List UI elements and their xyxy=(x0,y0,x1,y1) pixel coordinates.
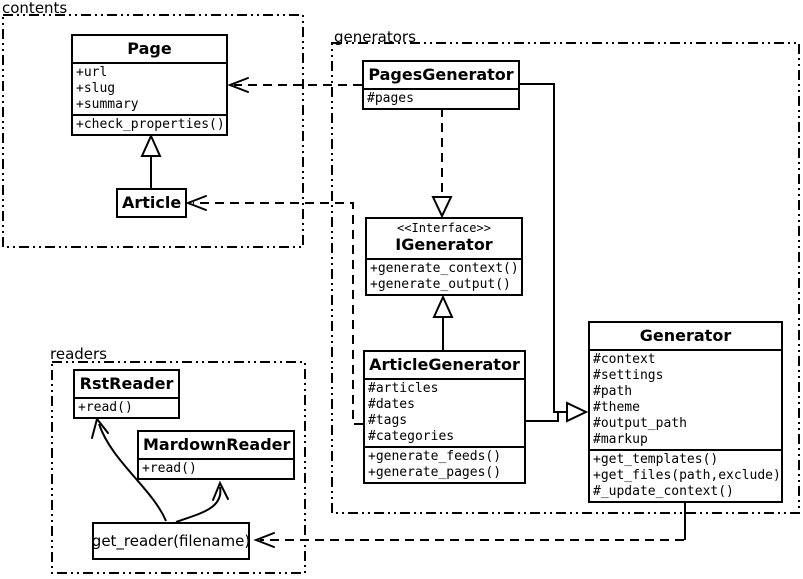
attribute: #dates xyxy=(368,397,415,412)
class-box-articlegenerator: ArticleGenerator #articles #dates #tags … xyxy=(363,350,526,484)
class-box-mardownreader: MardownReader +read() xyxy=(137,430,295,480)
method: +generate_context() xyxy=(370,261,519,276)
attribute: +slug xyxy=(76,81,116,96)
class-title-generator: Generator xyxy=(639,326,732,345)
getreader-to-rstreader-curve xyxy=(98,423,167,522)
generators-package-label: generators xyxy=(334,28,416,46)
pagesgenerator-attributes-compartment: #pages xyxy=(364,88,518,108)
method: +generate_feeds() xyxy=(368,449,502,464)
get-reader-node: get_reader(filename) xyxy=(92,522,250,560)
method: +get_templates() xyxy=(593,452,719,467)
inheritance-pagesgenerator-to-generator-line xyxy=(520,83,566,413)
attribute: #tags xyxy=(368,413,408,428)
class-title-rstreader: RstReader xyxy=(79,374,174,393)
class-box-pagesgenerator: PagesGenerator #pages xyxy=(362,60,520,110)
attribute: #categories xyxy=(368,429,455,444)
articlegenerator-methods-compartment: +generate_feeds() +generate_pages() xyxy=(365,446,524,482)
method: +read() xyxy=(142,461,197,476)
class-box-article: Article xyxy=(116,188,187,218)
class-title-article: Article xyxy=(122,193,182,212)
generators-package-border xyxy=(331,42,800,514)
class-box-igenerator: <<Interface>> IGenerator +generate_conte… xyxy=(365,217,523,296)
generator-attributes-compartment: #context #settings #path #theme #output_… xyxy=(590,349,781,449)
contents-package-label: contents xyxy=(2,0,68,17)
class-title-articlegenerator: ArticleGenerator xyxy=(369,355,520,374)
class-box-rstreader: RstReader +read() xyxy=(73,369,180,419)
attribute: #theme xyxy=(593,400,640,415)
getreader-to-mardownreader-curve xyxy=(175,486,222,523)
attribute: #output_path xyxy=(593,416,687,431)
class-title-pagesgenerator: PagesGenerator xyxy=(368,65,514,84)
dependency-pagesgenerator-to-page-arrowhead xyxy=(227,77,249,93)
realization-articlegenerator-to-igenerator-triangle xyxy=(432,294,454,318)
method: +generate_output() xyxy=(370,277,511,292)
class-box-page: Page +url +slug +summary +check_properti… xyxy=(71,34,228,136)
page-attributes-compartment: +url +slug +summary xyxy=(73,62,226,114)
attribute: #articles xyxy=(368,381,439,396)
contents-package-border xyxy=(2,14,304,248)
dependency-articlegenerator-to-article-arrowhead xyxy=(185,195,207,211)
class-title-igenerator: IGenerator xyxy=(395,235,493,254)
attribute: +url xyxy=(76,65,108,80)
dependency-articlegenerator-to-article-line xyxy=(193,202,363,425)
method: +get_files(path,exclude) xyxy=(593,468,781,483)
igenerator-methods-compartment: +generate_context() +generate_output() xyxy=(367,258,521,294)
class-title-mardownreader: MardownReader xyxy=(143,435,291,454)
inheritance-to-generator-triangle xyxy=(566,401,589,423)
mardownreader-methods-compartment: +read() xyxy=(139,458,293,478)
method: +generate_pages() xyxy=(368,465,502,480)
class-box-generator: Generator #context #settings #path #them… xyxy=(588,321,783,503)
generator-methods-compartment: +get_templates() +get_files(path,exclude… xyxy=(590,449,781,501)
getreader-to-rstreader-arrowhead xyxy=(91,416,109,439)
rstreader-methods-compartment: +read() xyxy=(75,397,178,417)
page-methods-compartment: +check_properties() xyxy=(73,114,226,134)
getreader-to-mardownreader-arrowhead xyxy=(212,480,229,501)
realization-pagesgenerator-to-igenerator-triangle xyxy=(431,196,453,219)
method: #_update_context() xyxy=(593,484,734,499)
attribute: #path xyxy=(593,384,633,399)
readers-package-label: readers xyxy=(50,345,107,363)
articlegenerator-attributes-compartment: #articles #dates #tags #categories xyxy=(365,378,524,446)
inheritance-articlegenerator-to-generator-line xyxy=(526,411,559,422)
attribute: +summary xyxy=(76,97,139,112)
method: +read() xyxy=(78,400,133,415)
class-title-page: Page xyxy=(127,39,172,58)
igenerator-stereotype: <<Interface>> xyxy=(397,221,491,235)
attribute: #settings xyxy=(593,368,664,383)
dependency-generator-to-getreader-arrowhead xyxy=(253,532,275,548)
method: +check_properties() xyxy=(76,117,225,132)
attribute: #context xyxy=(593,352,656,367)
attribute: #markup xyxy=(593,432,648,447)
attribute: #pages xyxy=(367,91,414,106)
inheritance-article-to-page-triangle xyxy=(140,133,162,157)
readers-package-border xyxy=(51,361,306,574)
